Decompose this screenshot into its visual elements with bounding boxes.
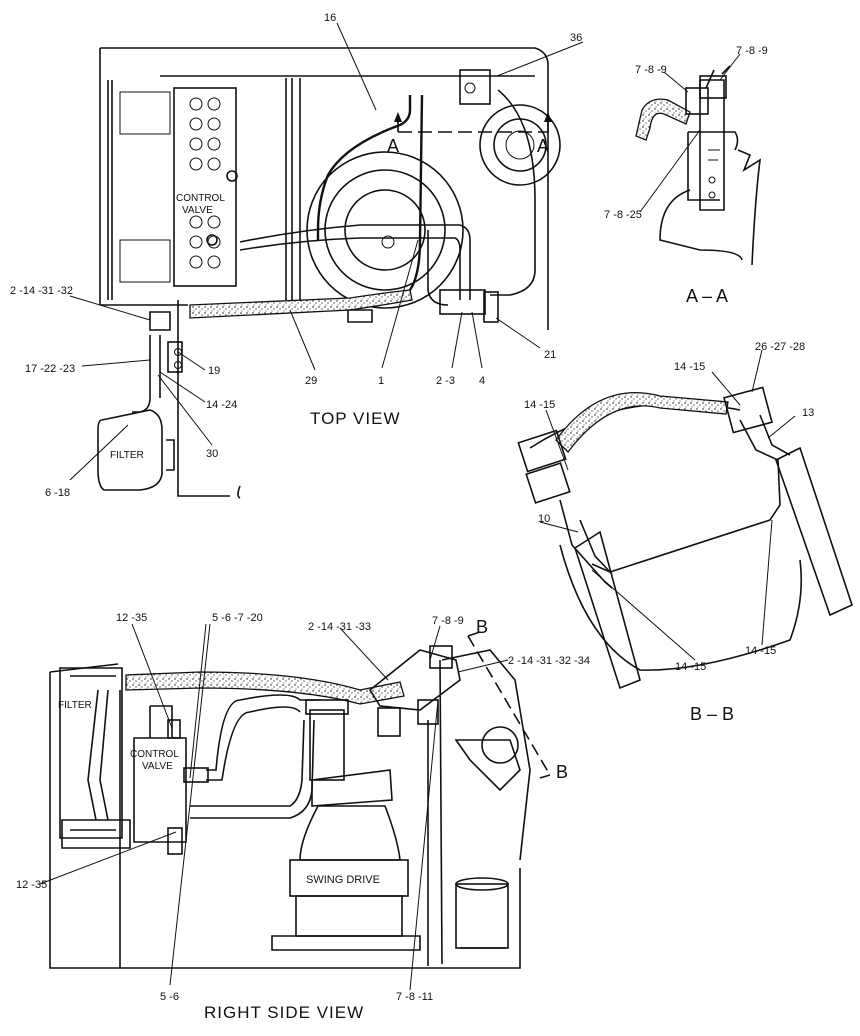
callout-30: 30 bbox=[206, 448, 218, 460]
right-side-view-title: RIGHT SIDE VIEW bbox=[204, 1003, 364, 1022]
callout-19: 19 bbox=[208, 365, 220, 377]
callout-12-35-bottom: 12 -35 bbox=[16, 879, 47, 891]
section-a-a-title: A – A bbox=[686, 286, 728, 306]
callout-7-8-9-b: 7 -8 -9 bbox=[736, 45, 768, 57]
section-marker-a-left: A bbox=[387, 136, 399, 156]
callout-14-15-d: 14 -15 bbox=[745, 645, 776, 657]
section-b-b-view: B – B bbox=[517, 386, 853, 724]
control-valve-label-side-2: VALVE bbox=[142, 761, 173, 772]
callout-2-14-31-33: 2 -14 -31 -33 bbox=[308, 621, 371, 633]
callout-21: 21 bbox=[544, 349, 556, 361]
callout-2-3: 2 -3 bbox=[436, 375, 455, 387]
callout-36: 36 bbox=[570, 32, 582, 44]
callout-7-8-11: 7 -8 -11 bbox=[396, 991, 433, 1003]
callout-14-15-c: 14 -15 bbox=[675, 661, 706, 673]
top-view-leader-lines bbox=[69, 22, 584, 481]
section-marker-b-top: B bbox=[476, 617, 488, 637]
top-view-callouts: 16 36 2 -14 -31 -32 17 -22 -23 19 14 -24… bbox=[10, 12, 582, 499]
callout-6-18: 6 -18 bbox=[45, 487, 70, 499]
callout-5-6: 5 -6 bbox=[160, 991, 179, 1003]
control-valve-label-top-1: CONTROL bbox=[176, 193, 225, 204]
callout-26-27-28: 26 -27 -28 bbox=[755, 341, 805, 353]
callout-17-22-23: 17 -22 -23 bbox=[25, 363, 75, 375]
callout-1: 1 bbox=[378, 375, 384, 387]
section-a-a-view: A – A bbox=[635, 65, 762, 306]
callout-4: 4 bbox=[479, 375, 485, 387]
section-marker-a-right: A bbox=[537, 136, 549, 156]
right-side-view-leader-lines bbox=[39, 623, 509, 991]
callout-2-14-31-32-top: 2 -14 -31 -32 bbox=[10, 285, 73, 297]
callout-16: 16 bbox=[324, 12, 336, 24]
callout-2-14-31-32-34: 2 -14 -31 -32 -34 bbox=[508, 655, 590, 667]
right-side-view: FILTER CONTROL VALVE SWING DRIVE bbox=[49, 617, 568, 1022]
section-a-a-leader-lines bbox=[639, 53, 741, 213]
section-b-b-title: B – B bbox=[690, 704, 734, 724]
callout-14-15-b: 14 -15 bbox=[524, 399, 555, 411]
callout-12-35-top: 12 -35 bbox=[116, 612, 147, 624]
callout-14-15-a: 14 -15 bbox=[674, 361, 705, 373]
callout-13: 13 bbox=[802, 407, 814, 419]
callout-7-8-25: 7 -8 -25 bbox=[604, 209, 642, 221]
callout-5-6-7-20: 5 -6 -7 -20 bbox=[212, 612, 263, 624]
control-valve-label-side-1: CONTROL bbox=[130, 749, 179, 760]
callout-7-8-9-side: 7 -8 -9 bbox=[432, 615, 464, 627]
callout-7-8-9-a: 7 -8 -9 bbox=[635, 64, 667, 76]
right-side-view-callouts: 12 -35 5 -6 -7 -20 2 -14 -31 -33 7 -8 -9… bbox=[16, 612, 590, 1003]
section-marker-b-bottom: B bbox=[556, 762, 568, 782]
section-b-b-leader-lines bbox=[539, 349, 796, 661]
control-valve-label-top-2: VALVE bbox=[182, 205, 213, 216]
top-view: CONTROL VALVE A A bbox=[97, 47, 561, 499]
section-b-b-callouts: 26 -27 -28 14 -15 14 -15 13 10 14 -15 14… bbox=[524, 341, 814, 673]
callout-10: 10 bbox=[538, 513, 550, 525]
filter-label-top: FILTER bbox=[110, 450, 144, 461]
top-view-title: TOP VIEW bbox=[310, 409, 401, 428]
filter-label-side: FILTER bbox=[58, 700, 92, 711]
swing-drive-label: SWING DRIVE bbox=[306, 874, 380, 886]
callout-14-24: 14 -24 bbox=[206, 399, 237, 411]
section-a-a-callouts: 7 -8 -9 7 -8 -9 7 -8 -25 bbox=[604, 45, 768, 221]
callout-29: 29 bbox=[305, 375, 317, 387]
